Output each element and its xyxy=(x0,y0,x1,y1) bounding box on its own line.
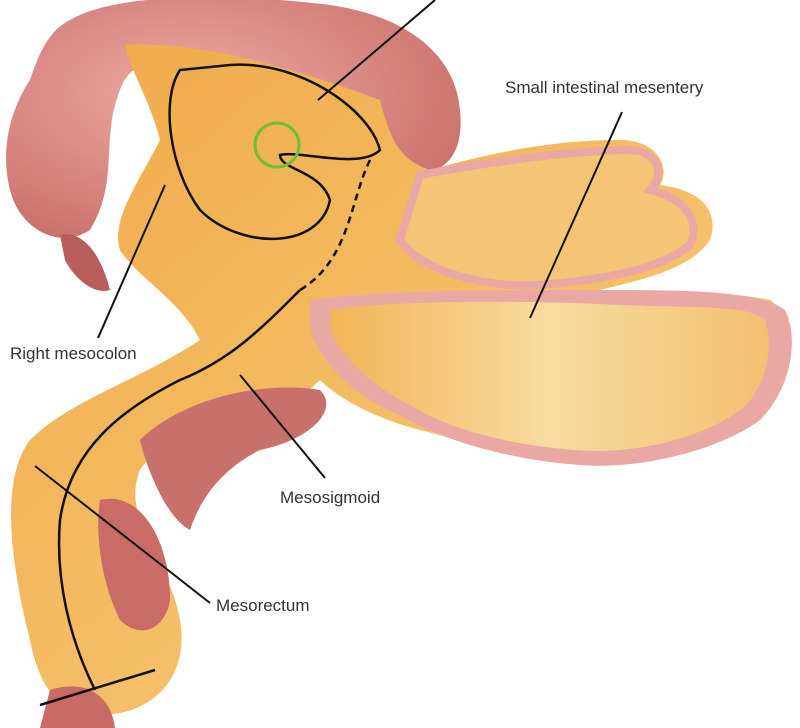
highlight-circle xyxy=(253,121,301,169)
leader-small-intestinal-mesentery xyxy=(529,111,623,319)
transverse-colon xyxy=(6,0,461,238)
rectum xyxy=(98,498,170,631)
small-intestine-lobe-upper xyxy=(395,145,698,290)
mesenteric-root-line-dashed xyxy=(299,159,372,292)
rectal-stump xyxy=(40,686,115,728)
leader-mesosigmoid xyxy=(239,374,326,479)
label-mesorectum: Mesorectum xyxy=(216,596,310,615)
caecum xyxy=(60,234,110,291)
label-small-intestinal-mesentery: Small intestinal mesentery xyxy=(505,78,704,97)
mesenteric-outline xyxy=(168,63,382,240)
label-right-mesocolon: Right mesocolon xyxy=(10,344,137,363)
small-intestine-lobe xyxy=(330,301,769,451)
mesenteric-root-line xyxy=(57,289,301,691)
rectal-transection-line xyxy=(39,668,156,707)
label-mesosigmoid: Mesosigmoid xyxy=(280,488,381,507)
leader-mesorectum xyxy=(34,465,211,604)
leader-right-mesocolon xyxy=(97,184,166,339)
leader-top xyxy=(317,0,436,101)
